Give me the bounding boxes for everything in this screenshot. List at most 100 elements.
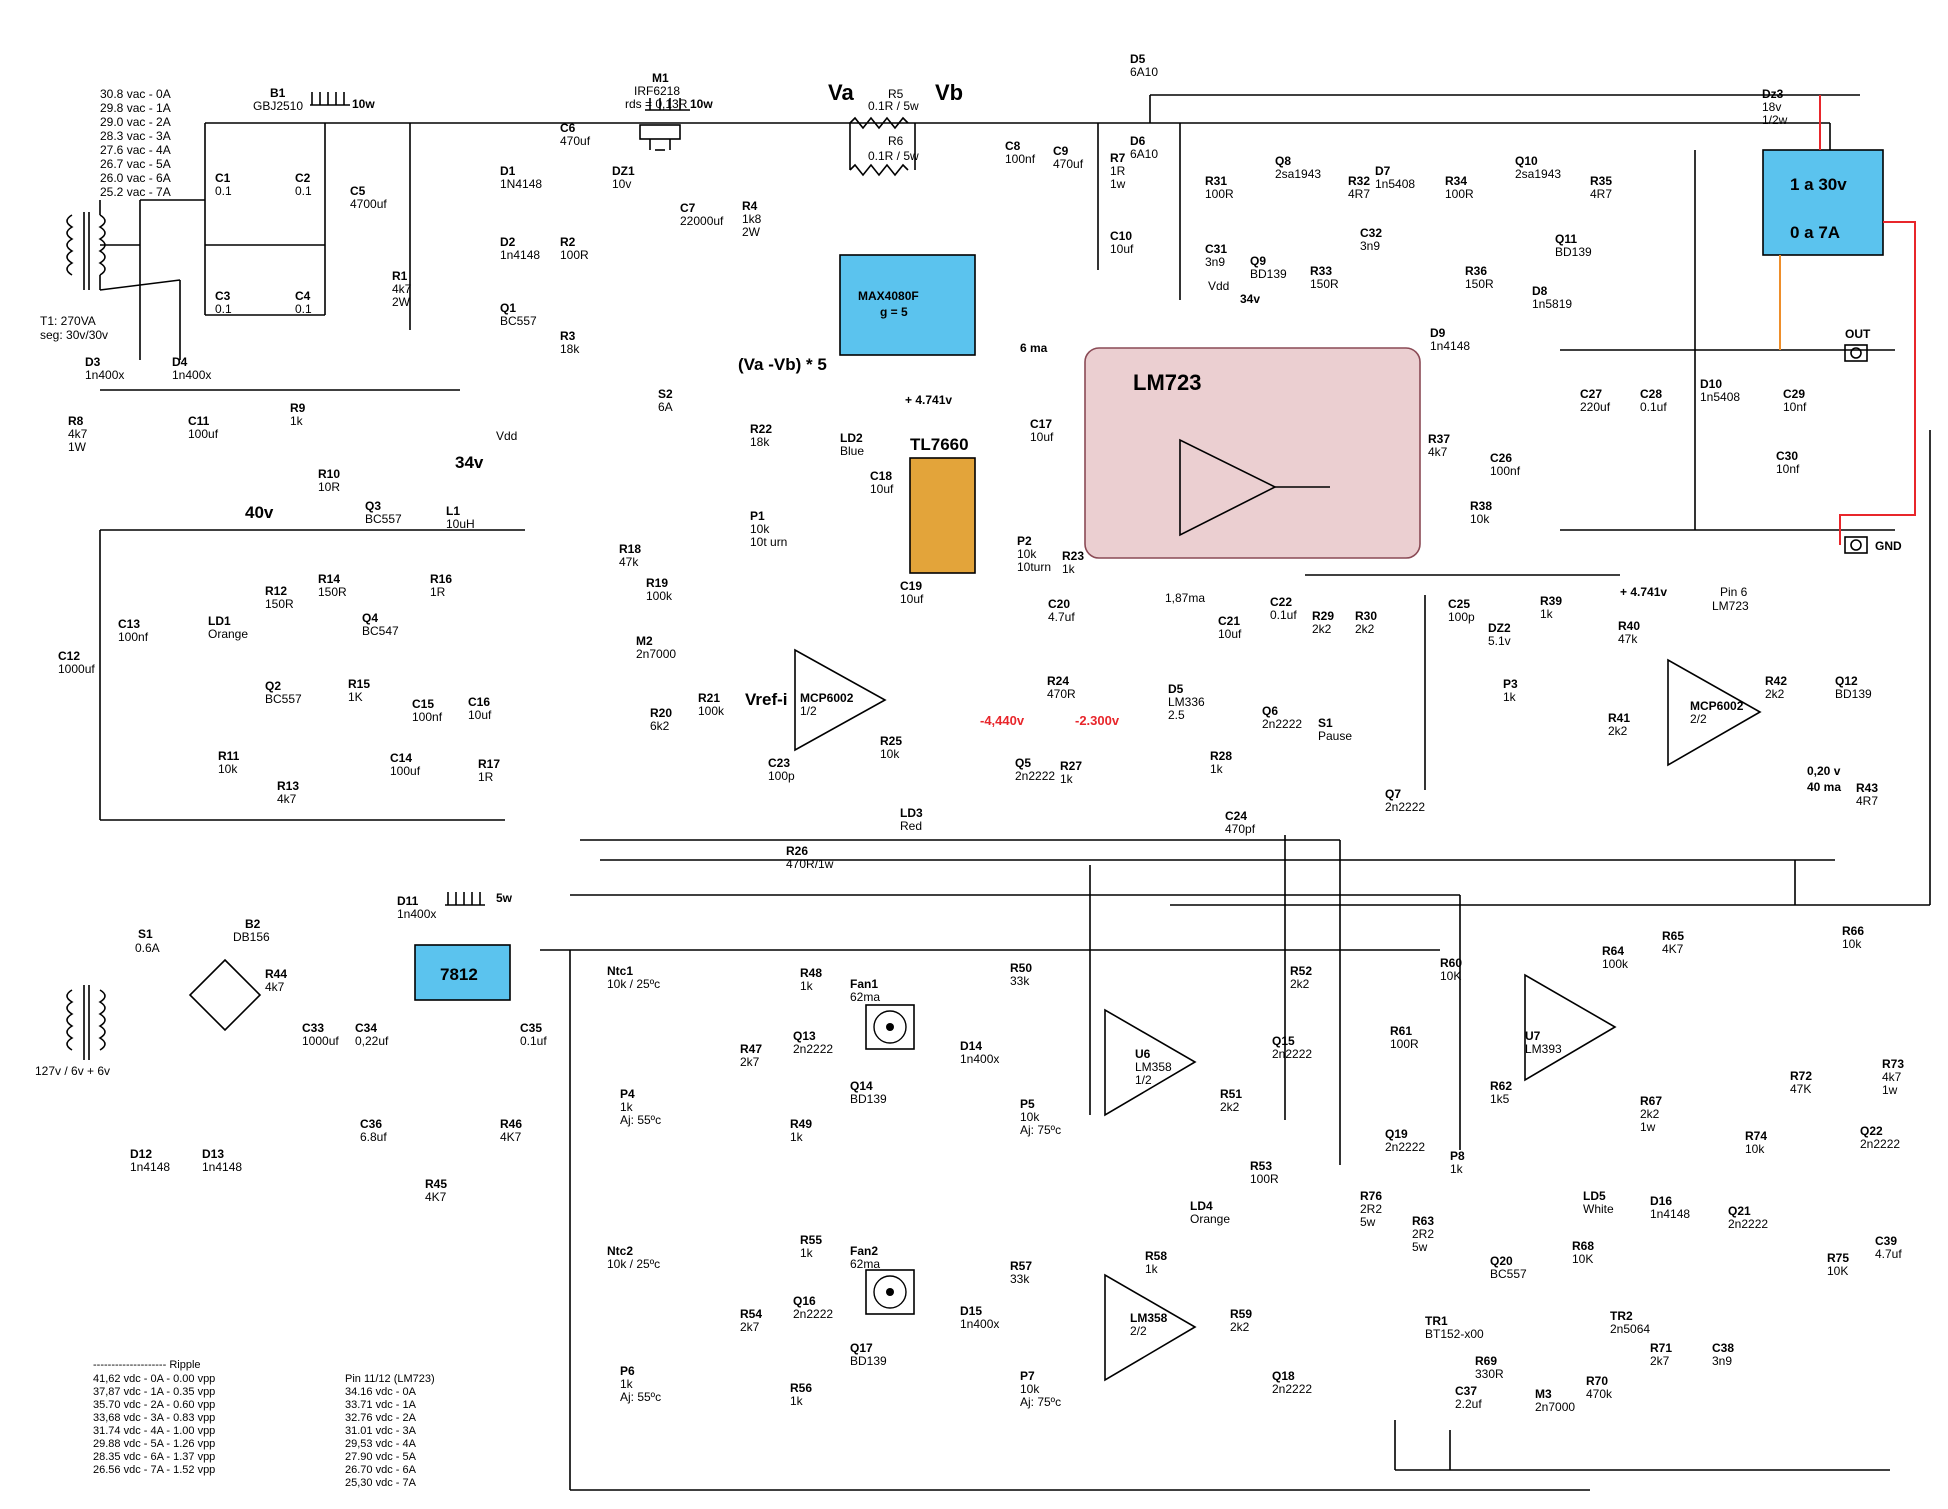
component-designator: Dz3	[1762, 87, 1784, 101]
table-row: 35.70 vdc - 2A - 0.60 vpp	[93, 1399, 215, 1411]
red-wire	[1839, 221, 1916, 545]
component-designator: Fan1	[850, 977, 878, 991]
heatsink-rating: 10w	[690, 97, 713, 111]
heatsink-rating: 10w	[352, 97, 375, 111]
r5-label: R5	[888, 87, 904, 101]
component-designator: R31	[1205, 174, 1227, 188]
component-designator: D6	[1130, 134, 1146, 148]
component-designator: LD1	[208, 614, 231, 628]
component-designator: C27	[1580, 387, 1602, 401]
component-value: 6.8uf	[360, 1130, 387, 1144]
component-designator: Q17	[850, 1341, 873, 1355]
component-designator: C21	[1218, 614, 1240, 628]
component-designator: R74	[1745, 1129, 1767, 1143]
component-value: 1k	[1145, 1262, 1159, 1276]
lm723-chip	[1084, 347, 1421, 559]
component-designator: D13	[202, 1147, 224, 1161]
component-value: 2/2	[1130, 1324, 1147, 1338]
out-terminal-label: OUT	[1845, 327, 1871, 341]
component-value: Aj: 75ºc	[1020, 1123, 1061, 1137]
component-value: 22000uf	[680, 214, 724, 228]
diff-formula: (Va -Vb) * 5	[738, 355, 827, 374]
component-value: 2k2	[1355, 622, 1375, 636]
component-value: 2n7000	[636, 647, 676, 661]
m1-label: M1	[652, 71, 669, 85]
component-value: 100R	[1205, 187, 1234, 201]
opamp-symbols	[794, 648, 1762, 1382]
component-value: 18k	[750, 435, 770, 449]
display-current-range: 0 a 7A	[1790, 223, 1840, 242]
component-designator: R54	[740, 1307, 762, 1321]
table-row: 33.71 vdc - 1A	[345, 1399, 417, 1411]
component-designator: D2	[500, 235, 516, 249]
component-c2: C20.1	[295, 171, 312, 198]
component-value: 10k / 25ºc	[607, 977, 660, 991]
component-designator: D10	[1700, 377, 1722, 391]
component-value: 4K7	[425, 1190, 447, 1204]
t1-label: T1: 270VA	[40, 314, 96, 328]
component-designator: Q21	[1728, 1204, 1751, 1218]
component-value: 2n7000	[1535, 1400, 1575, 1414]
component-designator: C20	[1048, 597, 1070, 611]
component-value: 2n2222	[1272, 1047, 1312, 1061]
component-value: 100R	[1390, 1037, 1419, 1051]
component-value: 1k	[1540, 607, 1554, 621]
heatsink-icon	[645, 98, 690, 111]
component-designator: C4	[295, 289, 311, 303]
vdd-label: Vdd	[496, 429, 517, 443]
component-value: 10nf	[1783, 400, 1807, 414]
component-value: 6A10	[1130, 147, 1158, 161]
ripple-table: -------------------- Ripple 41,62 vdc - …	[93, 1359, 215, 1476]
component-value: 1k	[1503, 690, 1517, 704]
component-designator: C23	[768, 756, 790, 770]
component-designator: P2	[1017, 534, 1032, 548]
table-row: 27.90 vdc - 5A	[345, 1451, 417, 1463]
component-value: 47k	[619, 555, 639, 569]
component-value: 4k7	[68, 427, 88, 441]
component-designator: D3	[85, 355, 101, 369]
component-value: 470pf	[1225, 822, 1256, 836]
component-designator: R71	[1650, 1341, 1672, 1355]
component-value: 100k	[698, 704, 725, 718]
table-row: 25,30 vdc - 7A	[345, 1477, 417, 1489]
component-value: 150R	[265, 597, 294, 611]
transformer-voltage-table: 30.8 vac - 0A 29.8 vac - 1A 29.0 vac - 2…	[100, 87, 171, 199]
component-value: 1k5	[1490, 1092, 1510, 1106]
component-value: 1N4148	[500, 177, 542, 191]
table-row: 41,62 vdc - 0A - 0.00 vpp	[93, 1373, 215, 1385]
bridge-b2-icon	[188, 958, 262, 1032]
component-designator: R52	[1290, 964, 1312, 978]
component-designator: R60	[1440, 956, 1462, 970]
component-designator: R21	[698, 691, 720, 705]
component-value: 0.1	[215, 302, 232, 316]
